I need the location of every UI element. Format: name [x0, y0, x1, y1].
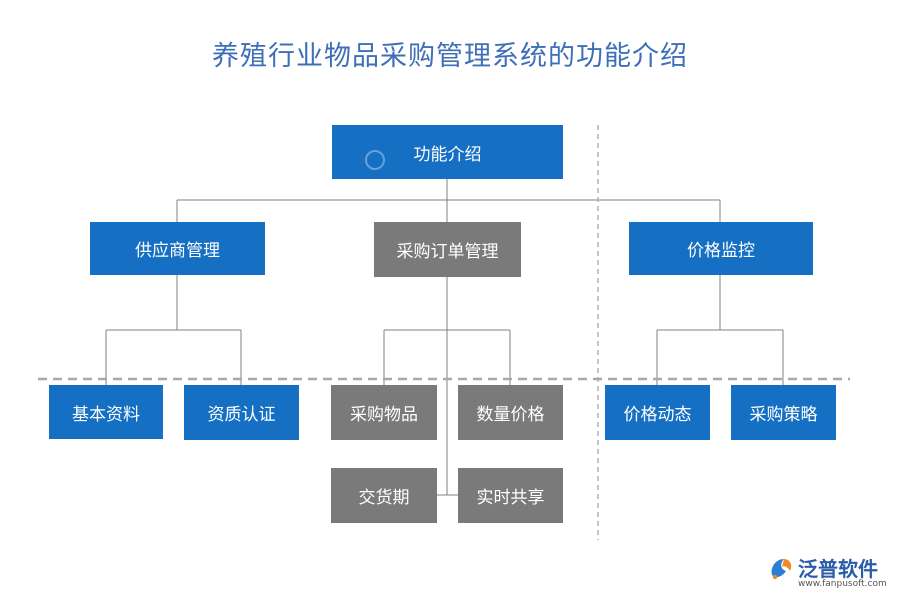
node-label: 交货期: [358, 488, 410, 508]
node-supplier-management: 供应商管理: [90, 222, 265, 275]
watermark-icon: [365, 150, 385, 170]
logo-name: 泛普软件: [798, 557, 878, 581]
node-label: 实时共享: [476, 488, 545, 508]
node-purchase-strategy: 采购策略: [731, 385, 836, 440]
node-order-management: 采购订单管理: [374, 222, 521, 277]
node-purchase-items: 采购物品: [331, 385, 437, 440]
node-basic-info: 基本资料: [49, 385, 163, 439]
root-node: 功能介绍: [332, 125, 563, 179]
node-price-monitoring: 价格监控: [629, 222, 813, 275]
logo-url: www.fanpusoft.com: [798, 579, 887, 589]
node-label: 采购策略: [749, 405, 818, 425]
node-label: 价格动态: [623, 405, 692, 425]
node-label: 数量价格: [476, 405, 545, 425]
node-qualification: 资质认证: [184, 385, 299, 440]
node-label: 采购物品: [350, 405, 418, 425]
node-label: 采购订单管理: [396, 242, 499, 262]
node-label: 供应商管理: [135, 241, 220, 261]
node-price-trend: 价格动态: [605, 385, 710, 440]
node-label: 基本资料: [72, 404, 140, 425]
node-label: 资质认证: [207, 405, 276, 425]
node-realtime-sharing: 实时共享: [458, 468, 563, 523]
node-label: 价格监控: [687, 241, 755, 261]
fanpu-logo-icon: [771, 559, 792, 580]
node-quantity-price: 数量价格: [458, 385, 563, 440]
root-node-label: 功能介绍: [413, 144, 482, 165]
node-delivery-period: 交货期: [331, 468, 437, 523]
page-title: 养殖行业物品采购管理系统的功能介绍: [212, 41, 688, 72]
brand-logo: 泛普软件 www.fanpusoft.com: [768, 553, 893, 593]
